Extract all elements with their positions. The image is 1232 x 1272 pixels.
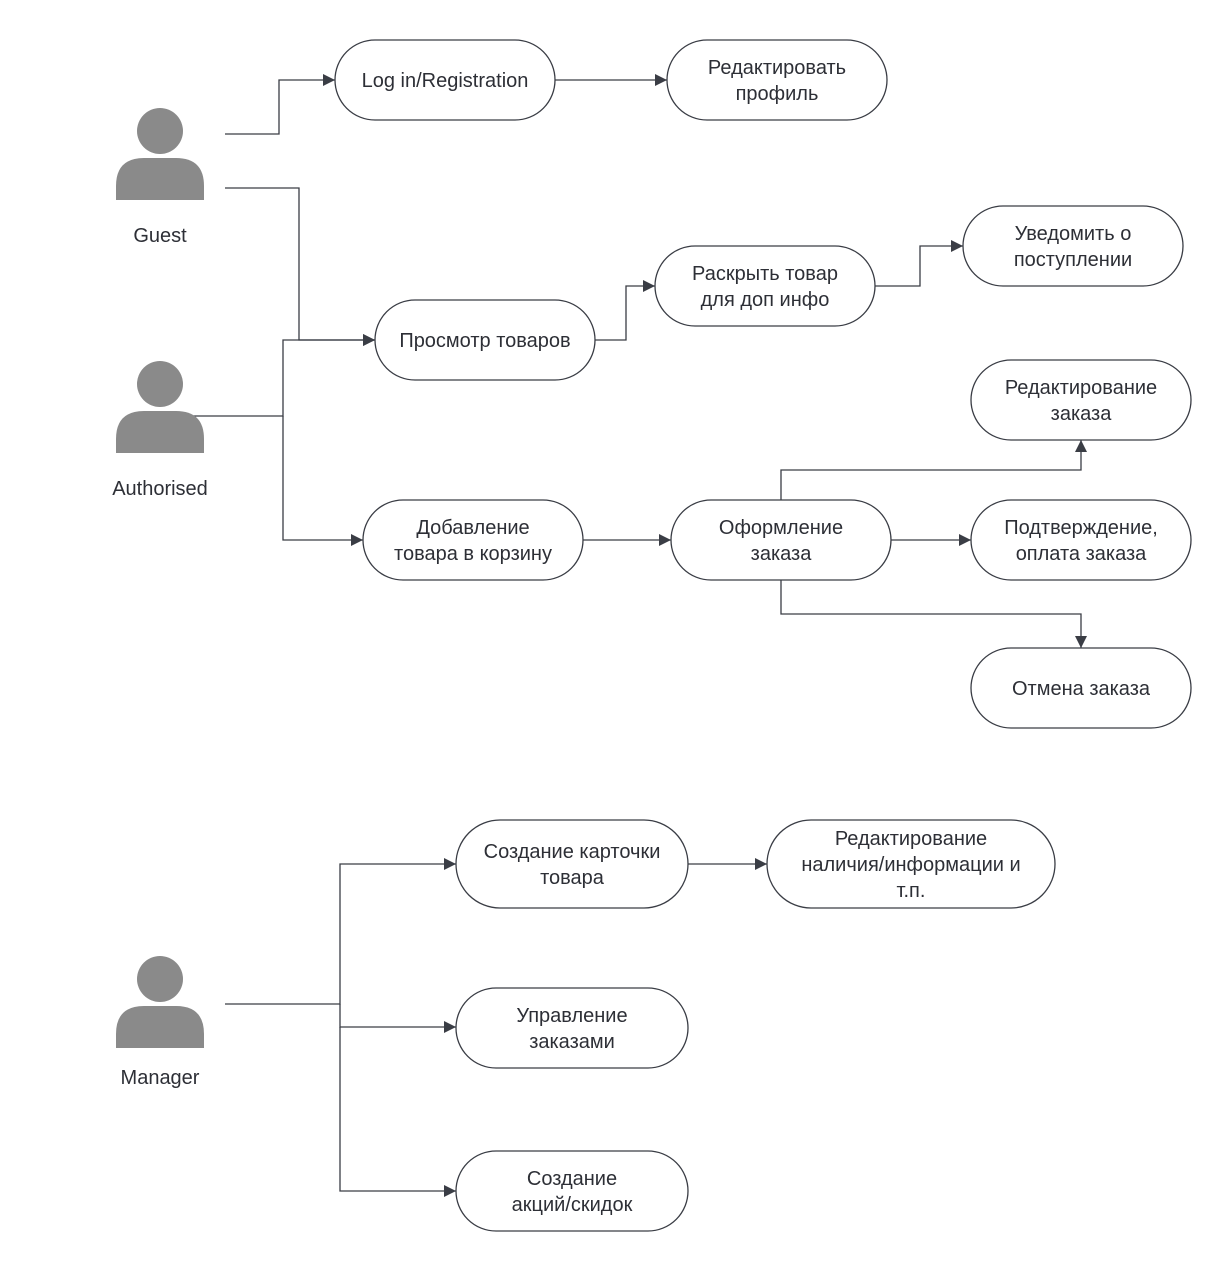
use-case-edit-order: Редактирование заказа [970, 359, 1192, 441]
use-case-label-line: Редактирование [835, 828, 987, 850]
use-case-edit-profile-label: Редактировать профиль [708, 57, 846, 105]
edge-browse-to-expand [595, 280, 655, 341]
person-icon [116, 108, 204, 200]
use-case-label-line: акций/скидок [512, 1194, 633, 1216]
use-case-add-cart: Добавление товара в корзину [362, 499, 584, 581]
use-case-expand: Раскрыть товар для доп инфо [654, 245, 876, 327]
edge-checkout-to-cancel [780, 580, 1087, 648]
use-case-edit-order-label: Редактирование заказа [1005, 377, 1157, 425]
edge-manager-to-manage-orders [339, 1004, 456, 1033]
use-case-label-line: поступлении [1014, 249, 1132, 271]
edge-expand-to-notify [875, 240, 963, 287]
use-case-label-line: Уведомить о [1015, 223, 1132, 245]
use-case-label-line: заказами [529, 1031, 615, 1053]
use-case-confirm-pay: Подтверждение, оплата заказа [970, 499, 1192, 581]
use-case-label-line: Оформление [719, 517, 843, 539]
use-case-notify: Уведомить о поступлении [962, 205, 1184, 287]
use-case-browse: Просмотр товаров [374, 299, 596, 381]
use-case-edit-stock-label: Редактирование наличия/информации и т.п. [801, 828, 1020, 902]
actor-manager: Manager [116, 956, 204, 1089]
use-case-expand-label: Раскрыть товар для доп инфо [692, 263, 838, 311]
use-case-edit-profile: Редактировать профиль [666, 39, 888, 121]
use-case-label-line: профиль [736, 83, 819, 105]
use-case-label-line: Редактировать [708, 57, 846, 79]
use-case-cancel-label: Отмена заказа [1012, 678, 1151, 700]
use-case-manage-orders: Управление заказами [455, 987, 689, 1069]
edge-manager-to-create-card [225, 858, 456, 1005]
use-case-promos-label: Создание акций/скидок [512, 1168, 633, 1216]
edge-guest-to-browse [225, 187, 375, 346]
use-case-label-line: заказа [1051, 403, 1113, 425]
use-case-label-line: Log in/Registration [362, 70, 529, 92]
use-case-add-cart-label: Добавление товара в корзину [394, 517, 552, 565]
use-case-promos: Создание акций/скидок [455, 1150, 689, 1232]
person-icon [116, 361, 204, 453]
use-case-label-line: Подтверждение, [1004, 517, 1158, 539]
use-case-label-line: товара [540, 867, 605, 889]
use-case-label-line: Создание [527, 1168, 617, 1190]
actor-authorised: Authorised [112, 361, 208, 500]
use-case-checkout-label: Оформление заказа [719, 517, 843, 565]
use-case-label-line: оплата заказа [1016, 543, 1147, 565]
edge-checkout-to-edit-order [780, 440, 1087, 500]
use-case-login-label: Log in/Registration [362, 70, 529, 92]
use-case-browse-label: Просмотр товаров [399, 330, 570, 352]
use-case-edit-stock: Редактирование наличия/информации и т.п. [766, 819, 1056, 909]
use-case-label-line: наличия/информации и [801, 854, 1020, 876]
use-case-cancel: Отмена заказа [970, 647, 1192, 729]
use-case-label-line: товара в корзину [394, 543, 552, 565]
use-case-label-line: для доп инфо [701, 289, 830, 311]
use-case-label-line: т.п. [897, 880, 926, 902]
actor-guest-label: Guest [133, 225, 187, 247]
edges [190, 74, 1087, 1197]
use-case-create-card: Создание карточки товара [455, 819, 689, 909]
use-case-label-line: Раскрыть товар [692, 263, 838, 285]
use-case-login: Log in/Registration [334, 39, 556, 121]
actor-guest: Guest [116, 108, 204, 247]
use-case-confirm-pay-label: Подтверждение, оплата заказа [1004, 517, 1158, 565]
person-icon [116, 956, 204, 1048]
actor-manager-label: Manager [121, 1067, 200, 1089]
use-case-label-line: Просмотр товаров [399, 330, 570, 352]
use-case-notify-label: Уведомить о поступлении [1014, 223, 1132, 271]
edge-manager-to-promos [339, 1027, 456, 1197]
edge-guest-to-login [225, 74, 335, 135]
use-case-label-line: Управление [516, 1005, 627, 1027]
edge-authorised-to-browse [190, 334, 375, 417]
use-case-checkout: Оформление заказа [670, 499, 892, 581]
use-case-label-line: Создание карточки [484, 841, 661, 863]
edge-authorised-to-add-cart [282, 416, 363, 546]
use-case-label-line: Добавление [416, 517, 529, 539]
use-case-manage-orders-label: Управление заказами [516, 1005, 627, 1053]
use-case-label-line: Отмена заказа [1012, 678, 1151, 700]
use-case-label-line: заказа [751, 543, 813, 565]
use-case-label-line: Редактирование [1005, 377, 1157, 399]
use-case-create-card-label: Создание карточки товара [484, 841, 661, 889]
actor-authorised-label: Authorised [112, 478, 208, 500]
